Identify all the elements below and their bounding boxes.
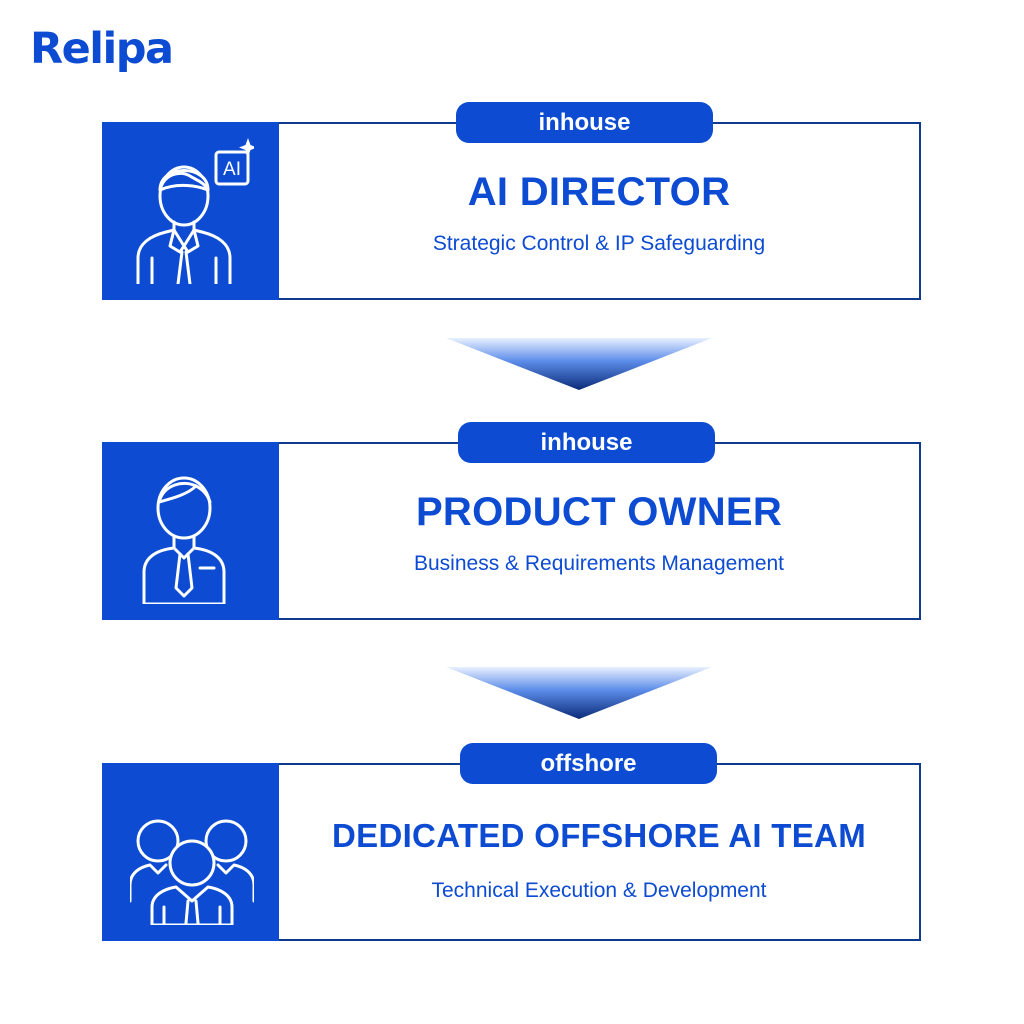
ai-director-card: AI inhouse AI DIRECTOR Strategic Control… [102,102,921,300]
product-owner-card: inhouse PRODUCT OWNER Business & Require… [102,422,921,620]
ai-badge-text: AI [223,159,241,180]
offshore-team-title: DEDICATED OFFSHORE AI TEAM [332,817,866,854]
offshore-team-card: offshore DEDICATED OFFSHORE AI TEAM Tech… [102,743,921,941]
product-owner-subtitle: Business & Requirements Management [413,552,785,575]
product-owner-icon [142,476,226,604]
ai-director-icon: AI [136,138,254,284]
relipa-logo: Relipa [30,24,174,74]
offshore-team-tag: offshore [460,743,717,784]
ai-director-icon-panel: AI [102,122,279,300]
flow-arrow-down-icon [446,338,712,390]
offshore-team-icon-panel [102,763,279,941]
ai-director-tag: inhouse [456,102,713,143]
product-owner-title: PRODUCT OWNER [415,490,783,534]
offshore-team-subtitle: Technical Execution & Development [431,879,767,902]
product-owner-tag: inhouse [458,422,715,463]
ai-director-subtitle: Strategic Control & IP Safeguarding [432,232,766,255]
product-owner-icon-panel [102,442,279,620]
ai-director-title: AI DIRECTOR [467,170,731,214]
flow-arrow-down-icon [446,667,712,719]
team-icon [130,819,254,925]
